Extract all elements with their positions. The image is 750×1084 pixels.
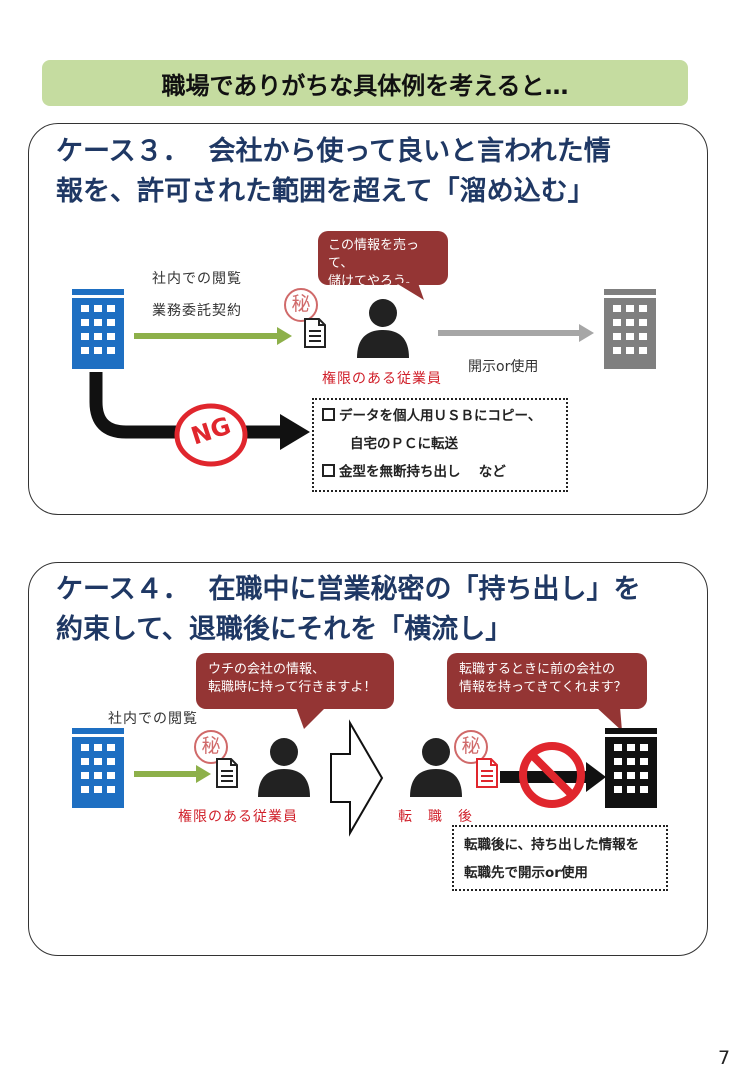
speech-bubble-tail-icon <box>596 707 622 731</box>
checkbox-icon <box>322 408 335 421</box>
checkbox-icon <box>322 464 335 477</box>
view-label: 社内での閲覧 <box>108 711 198 727</box>
bubble-line2: 儲けてやろう。 <box>328 274 419 289</box>
employee-person-icon <box>357 299 409 358</box>
secret-stamp-icon: 秘 <box>454 730 488 764</box>
employee-speech-bubble: ウチの会社の情報、 転職時に持って行きますよ！ <box>196 653 394 709</box>
case3-title-line2: 報を、許可された範囲を超えて「溜め込む」 <box>56 176 595 207</box>
bubble2-line1: 転職するときに前の会社の <box>459 662 616 677</box>
employee-label: 権限のある従業員 <box>178 809 298 825</box>
employee-label: 権限のある従業員 <box>322 371 442 387</box>
case4-title: ケース４． 在職中に営業秘密の「持ち出し」を 約束して、退職後にそれを「横流し」 <box>56 570 696 650</box>
example-item-1: データを個人用ＵＳＢにコピー、 <box>322 402 566 430</box>
contract-label: 業務委託契約 <box>152 303 242 319</box>
speech-bubble: この情報を売って、 儲けてやろう。 <box>318 231 448 289</box>
gray-arrow-icon <box>438 324 594 342</box>
case3-title-line1: ケース３． 会社から使って良いと言われた情 <box>56 136 611 167</box>
speech-bubble-tail-icon <box>396 283 424 300</box>
ng-circle-icon <box>174 403 248 467</box>
black-curved-arrow-icon <box>89 372 310 450</box>
green-arrow-icon <box>134 765 211 783</box>
prohibited-icon <box>519 742 585 808</box>
employee-person-icon <box>258 738 310 797</box>
view-label: 社内での閲覧 <box>152 271 242 287</box>
example-text-1: データを個人用ＵＳＢにコピー、 <box>339 408 542 424</box>
company-building-icon <box>72 289 124 369</box>
case4-result-box: 転職後に、持ち出した情報を 転職先で開示or使用 <box>452 825 668 891</box>
example-item-2: 自宅のＰＣに転送 <box>322 430 566 458</box>
new-employer-speech-bubble: 転職するときに前の会社の 情報を持ってきてくれます？ <box>447 653 647 709</box>
case4-title-line2: 約束して、退職後にそれを「横流し」 <box>56 614 513 645</box>
other-company-building-icon <box>604 289 656 369</box>
case3-title: ケース３． 会社から使って良いと言われた情 報を、許可された範囲を超えて「溜め込… <box>56 132 696 212</box>
company-building-icon <box>72 728 124 808</box>
bubble-line1: この情報を売って、 <box>328 238 420 271</box>
new-company-building-icon <box>605 728 657 808</box>
green-arrow-icon <box>134 327 292 345</box>
case4-title-line1: ケース４． 在職中に営業秘密の「持ち出し」を <box>56 574 641 605</box>
result-line-1: 転職後に、持ち出した情報を <box>464 837 640 853</box>
page-number: 7 <box>718 1047 731 1069</box>
document-icon <box>216 758 238 788</box>
secret-stamp-icon: 秘 <box>194 730 228 764</box>
case3-examples-box: データを個人用ＵＳＢにコピー、 自宅のＰＣに転送 金型を無断持ち出し など <box>312 398 568 492</box>
example-item-3: 金型を無断持ち出し など <box>322 458 566 486</box>
bubble1-line2: 転職時に持って行きますよ！ <box>208 680 377 695</box>
secret-stamp-icon: 秘 <box>284 288 318 322</box>
transition-arrow-icon <box>330 719 384 837</box>
example-text-3: 金型を無断持ち出し など <box>339 464 506 480</box>
disclose-label: 開示or使用 <box>468 359 539 375</box>
speech-bubble-tail-icon <box>296 707 326 729</box>
bubble1-line1: ウチの会社の情報、 <box>208 662 326 677</box>
result-line-2: 転職先で開示or使用 <box>464 865 588 881</box>
example-text-2: 自宅のＰＣに転送 <box>350 436 458 452</box>
section-banner: 職場でありがちな具体例を考えると… <box>42 60 688 106</box>
bubble2-line2: 情報を持ってきてくれます？ <box>459 680 627 695</box>
document-icon <box>304 318 326 348</box>
after-job-change-label: 転 職 後 <box>398 809 473 825</box>
former-employee-person-icon <box>410 738 462 797</box>
red-document-icon <box>476 758 498 788</box>
